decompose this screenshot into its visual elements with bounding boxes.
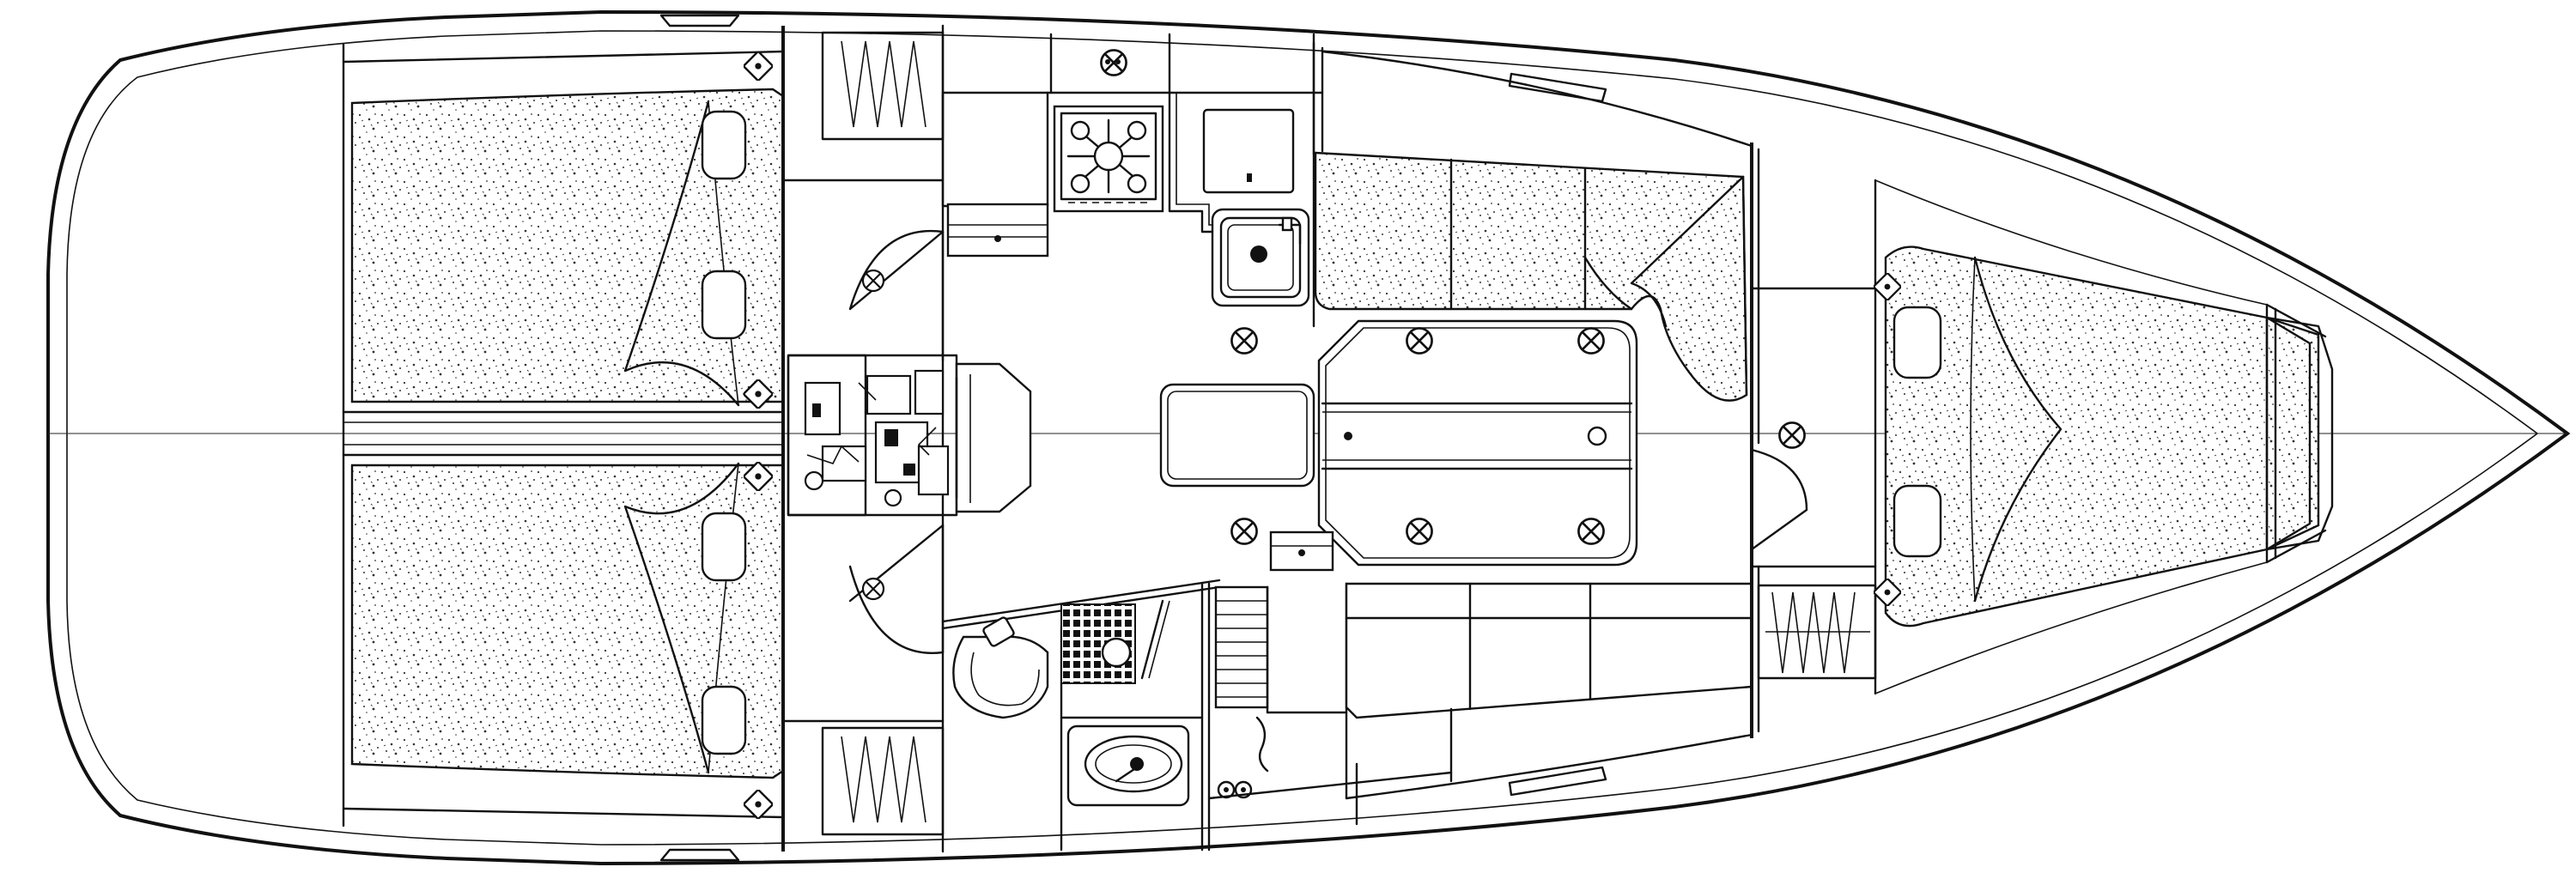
table-top bbox=[1317, 319, 1638, 567]
stove-icon bbox=[1053, 105, 1164, 213]
ventilator-icon bbox=[1100, 49, 1127, 76]
nav-and-heads bbox=[941, 530, 1453, 852]
aft-berth-port-pillows bbox=[623, 100, 747, 407]
engine-icon bbox=[804, 369, 950, 507]
hanging-locker-fwd bbox=[1757, 584, 1877, 680]
fridge-lid bbox=[1202, 108, 1295, 194]
ventilator-icon bbox=[1577, 327, 1605, 355]
hanging-locker-port bbox=[821, 31, 945, 141]
forward-cabin-door bbox=[1750, 448, 1808, 551]
ventilator-icon bbox=[861, 269, 885, 293]
ventilator-icon bbox=[1230, 518, 1258, 545]
aft-cabin-door-port bbox=[848, 229, 945, 311]
settee-stbd-base bbox=[1345, 582, 1753, 719]
reading-light-icon bbox=[744, 790, 773, 819]
ventilator-icon bbox=[1230, 327, 1258, 355]
aft-cabins bbox=[342, 43, 785, 827]
nav-seat-icon bbox=[952, 616, 1049, 719]
trim-lines bbox=[1321, 50, 2268, 800]
saloon-table bbox=[1159, 319, 1638, 567]
deck-fitting-port-aft bbox=[659, 14, 740, 27]
toilet-icon bbox=[1217, 716, 1269, 799]
reading-light-icon bbox=[744, 52, 773, 81]
galley-drawer bbox=[946, 203, 1049, 258]
aft-berth-stbd-cushion bbox=[350, 464, 785, 779]
step-ladder bbox=[1214, 585, 1269, 709]
hull-outline-outer bbox=[46, 9, 2571, 866]
hanging-locker-stbd bbox=[821, 726, 945, 836]
engine-and-steps bbox=[787, 354, 1032, 517]
aft-berth-port-cushion bbox=[350, 88, 785, 403]
saloon-settee-port bbox=[1312, 41, 1760, 448]
forward-bulkhead bbox=[1750, 142, 1877, 738]
ventilator-icon bbox=[861, 577, 885, 601]
ventilator-icon bbox=[1406, 327, 1433, 355]
galley-counter bbox=[941, 91, 1049, 208]
ventilator-icon bbox=[1778, 421, 1806, 449]
saloon-settee-stbd bbox=[1345, 565, 1760, 783]
heads-basin-icon bbox=[1066, 724, 1190, 807]
companionway-steps bbox=[955, 362, 1032, 513]
galley bbox=[941, 33, 1324, 328]
table-leaf-aft bbox=[1159, 383, 1315, 488]
v-berth-pillows bbox=[1893, 256, 2063, 603]
deck-fitting-stbd-fwd bbox=[1508, 766, 1607, 797]
ventilator-icon bbox=[1577, 518, 1605, 545]
deck-fitting-port-fwd bbox=[1508, 72, 1607, 103]
ventilator-icon bbox=[1406, 518, 1433, 545]
aft-berth-stbd-pillows bbox=[623, 462, 747, 774]
v-berth-cushion bbox=[1884, 246, 2320, 627]
deck-fitting-stbd-aft bbox=[659, 848, 740, 862]
galley-sink-icon bbox=[1211, 208, 1310, 307]
hull-outline-inner bbox=[66, 30, 2539, 846]
forward-cabin bbox=[1874, 246, 2334, 627]
